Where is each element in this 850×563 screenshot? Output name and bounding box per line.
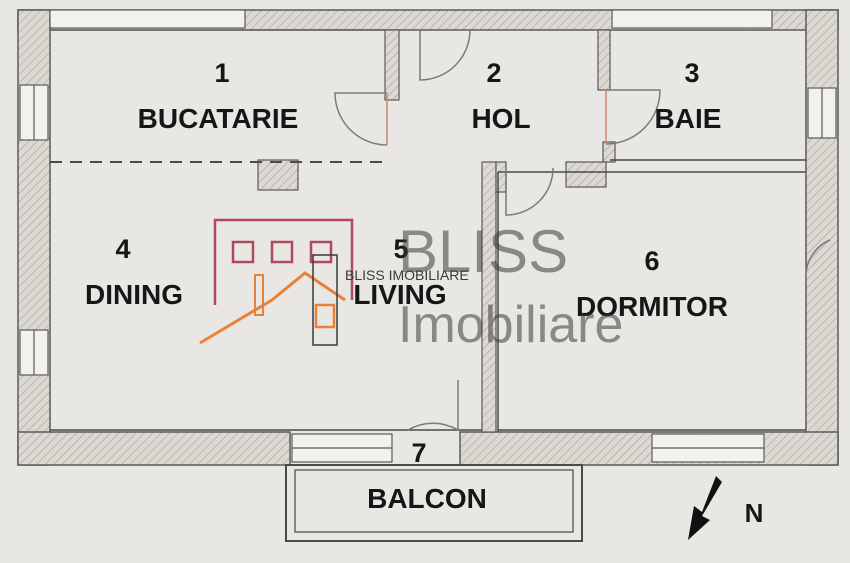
door-swings	[334, 29, 831, 432]
room-name-bucatarie: BUCATARIE	[138, 103, 299, 134]
house-logo-icon	[199, 218, 354, 346]
interior-walls	[257, 29, 616, 433]
watermark-small-text: BLISS IMOBILIARE	[345, 267, 469, 283]
room-labels: 1 BUCATARIE 2 HOL 3 BAIE 4 DINING 5 LIVI…	[85, 58, 728, 514]
room-number-living: 5	[393, 234, 408, 264]
room-name-baie: BAIE	[655, 103, 722, 134]
watermark-line1: BLISS	[398, 218, 568, 285]
balcony	[285, 464, 583, 542]
room-name-hol: HOL	[471, 103, 530, 134]
north-arrow-icon	[688, 476, 722, 540]
room-name-balcon: BALCON	[367, 483, 487, 514]
room-number-baie: 3	[684, 58, 699, 88]
watermark-line2: Imobiliare	[398, 296, 623, 354]
compass-label: N	[745, 498, 764, 528]
room-number-bucatarie: 1	[214, 58, 229, 88]
room-name-living: LIVING	[353, 279, 446, 310]
room-number-dining: 4	[115, 234, 130, 264]
compass: N	[688, 476, 763, 540]
room-number-hol: 2	[486, 58, 501, 88]
watermark: BLISS IMOBILIARE BLISS Imobiliare	[199, 218, 623, 354]
room-number-dormitor: 6	[644, 246, 659, 276]
room-name-dining: DINING	[85, 279, 183, 310]
windows	[19, 9, 837, 463]
room-name-dormitor: DORMITOR	[576, 291, 728, 322]
room-number-balcon: 7	[411, 438, 426, 468]
